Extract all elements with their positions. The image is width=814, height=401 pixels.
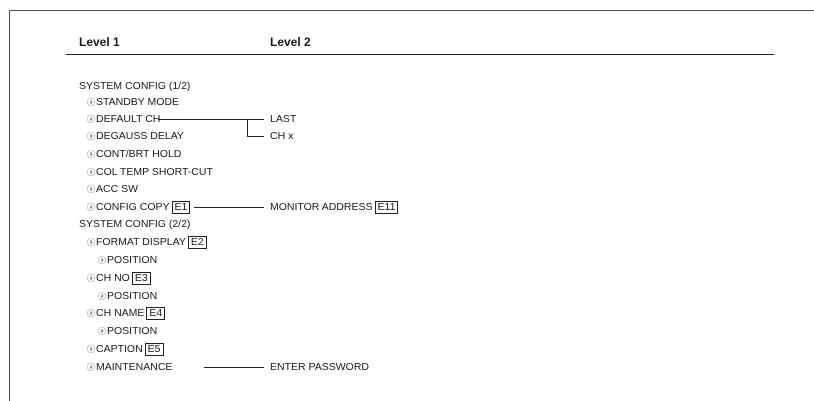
menu-item-maintenance: ⓐMAINTENANCE	[87, 361, 173, 373]
system-config-1: SYSTEM CONFIG (1/2)	[79, 80, 191, 92]
menu-item-icon: ⓐ	[87, 345, 95, 354]
menu-item-position-2: ⓐPOSITION	[98, 290, 158, 302]
level1-header: Level 1	[79, 35, 120, 49]
menu-item-icon: ⓐ	[98, 327, 106, 336]
menu-item-position-3: ⓐPOSITION	[98, 325, 158, 337]
menu-item-col-temp-short-cut: ⓐCOL TEMP SHORT-CUT	[87, 166, 213, 178]
level2-ch-x: CH x	[270, 130, 294, 142]
menu-item-standby-mode: ⓐSTANDBY MODE	[87, 96, 180, 108]
menu-item-icon: ⓐ	[87, 185, 95, 194]
menu-item-icon: ⓐ	[87, 309, 95, 318]
frame-left-border	[9, 10, 10, 401]
connector-config-copy	[194, 207, 264, 208]
menu-item-icon: ⓐ	[87, 363, 95, 372]
menu-item-icon: ⓐ	[87, 203, 95, 212]
system-config-2: SYSTEM CONFIG (2/2)	[79, 218, 191, 230]
menu-item-icon: ⓐ	[87, 98, 95, 107]
format-display-tag: E2	[187, 236, 207, 249]
menu-item-icon: ⓐ	[98, 256, 106, 265]
connector-ch-x	[247, 136, 264, 137]
menu-item-icon: ⓐ	[87, 115, 95, 124]
menu-item-cont-brt-hold: ⓐCONT/BRT HOLD	[87, 148, 182, 160]
connector-last	[247, 119, 264, 120]
menu-item-icon: ⓐ	[87, 238, 95, 247]
header-rule	[66, 54, 774, 55]
menu-item-icon: ⓐ	[98, 292, 106, 301]
caption-tag: E5	[144, 343, 164, 356]
ch-name-tag: E4	[146, 307, 166, 320]
level2-enter-password: ENTER PASSWORD	[270, 361, 369, 373]
menu-item-degauss-delay: ⓐDEGAUSS DELAY	[87, 130, 184, 142]
menu-item-position-1: ⓐPOSITION	[98, 254, 158, 266]
connector-default-ch	[158, 119, 247, 120]
monitor-address-tag: E11	[374, 201, 399, 214]
connector-maintenance	[204, 367, 264, 368]
menu-item-acc-sw: ⓐACC SW	[87, 183, 138, 195]
level2-last: LAST	[270, 113, 297, 125]
connector-default-ch-branch	[247, 119, 248, 137]
menu-item-icon: ⓐ	[87, 168, 95, 177]
menu-item-default-ch: ⓐDEFAULT CH	[87, 113, 161, 125]
ch-no-tag: E3	[131, 272, 151, 285]
menu-item-icon: ⓐ	[87, 132, 95, 141]
menu-item-icon: ⓐ	[87, 274, 95, 283]
frame-top-border	[9, 10, 814, 11]
level2-header: Level 2	[270, 35, 311, 49]
menu-item-icon: ⓐ	[87, 150, 95, 159]
config-copy-tag: E1	[171, 201, 191, 214]
